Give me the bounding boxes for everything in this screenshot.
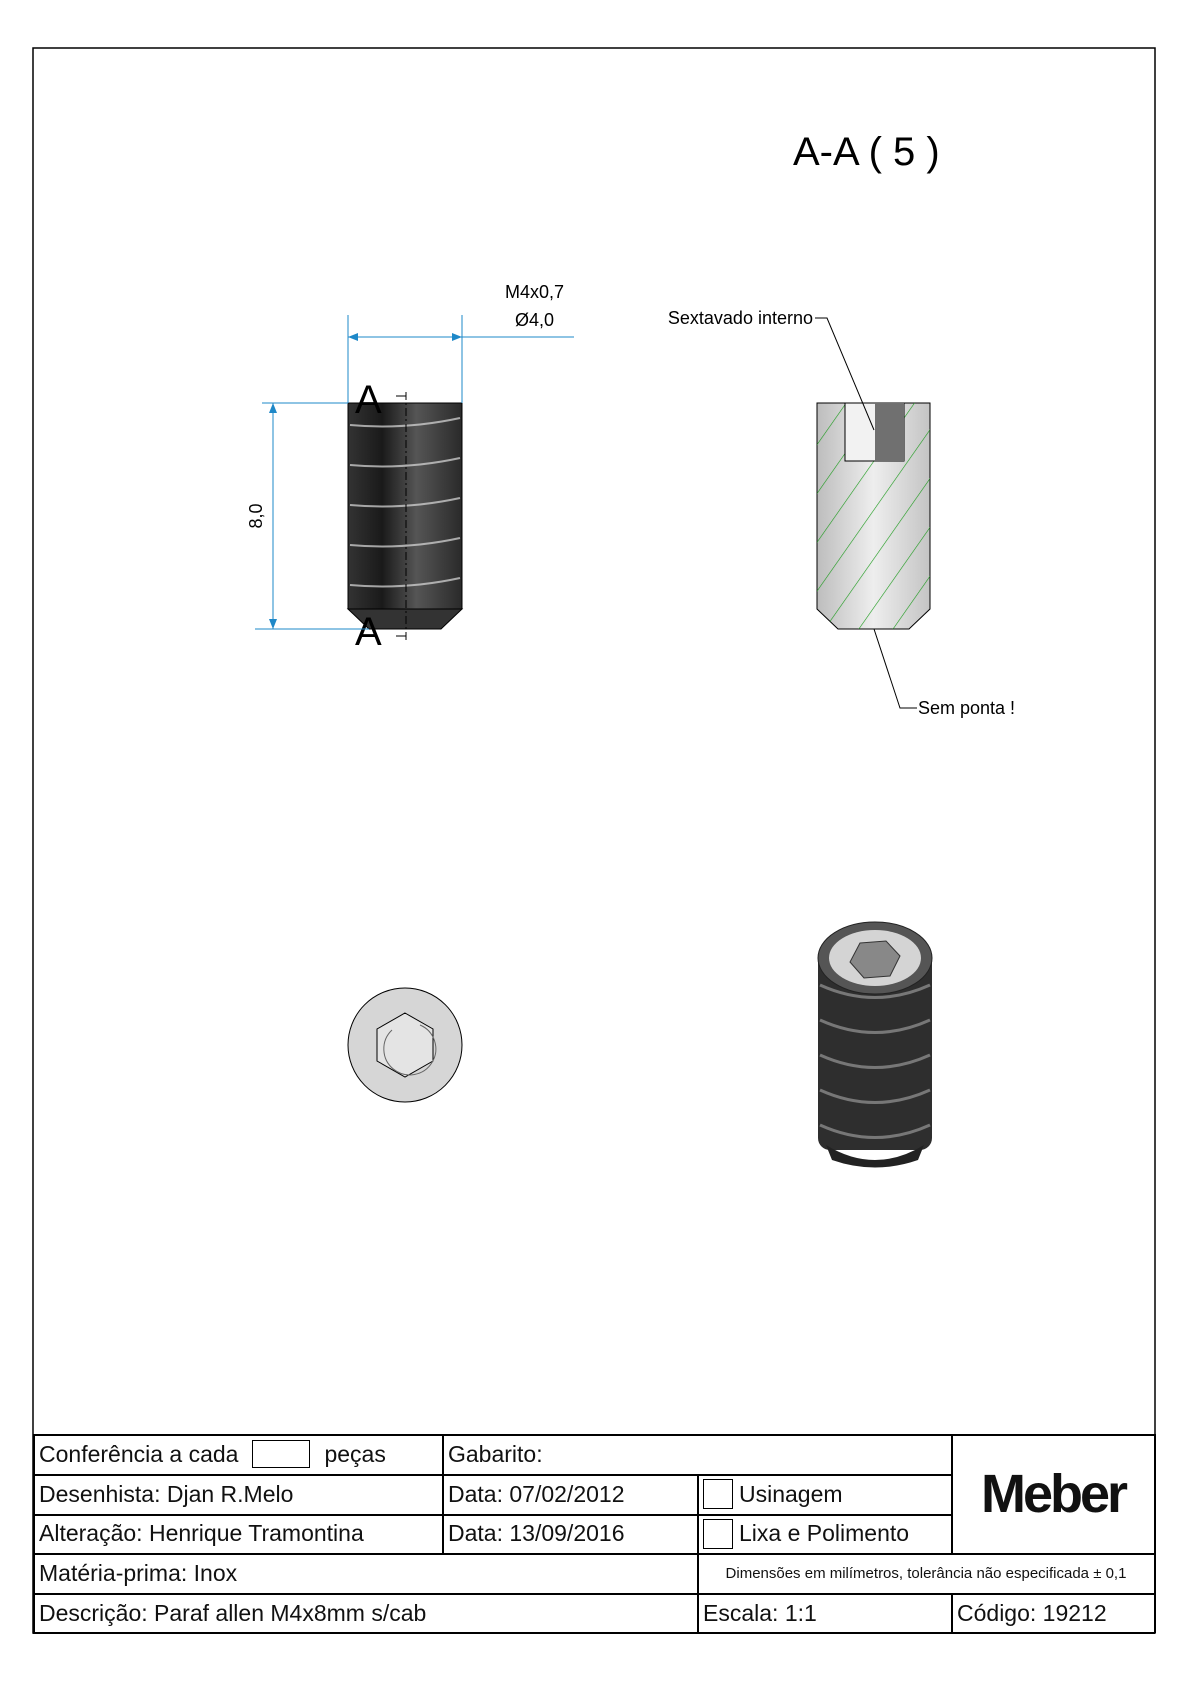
- section-mark-top: A: [355, 378, 382, 422]
- title-block: Conferência a cada peças Gabarito: Desen…: [33, 1434, 1156, 1634]
- section-view: [815, 317, 931, 709]
- codigo-value: 19212: [1042, 1599, 1107, 1626]
- conferencia-label: Conferência a cada: [39, 1440, 239, 1467]
- section-mark-bottom: A: [355, 610, 382, 654]
- front-view: A A: [346, 378, 464, 654]
- tolerance-note: Dimensões em milímetros, tolerância não …: [725, 1564, 1127, 1582]
- descricao-label: Descrição:: [39, 1599, 148, 1626]
- lixa-checkbox[interactable]: [703, 1518, 733, 1549]
- isometric-view: [817, 921, 933, 1168]
- lixa-label: Lixa e Polimento: [739, 1520, 910, 1546]
- data2-label: Data:: [448, 1520, 503, 1546]
- descricao-value: Paraf allen M4x8mm s/cab: [154, 1599, 427, 1626]
- alteracao-label: Alteração:: [39, 1520, 143, 1546]
- section-title: A-A ( 5 ): [793, 130, 940, 174]
- escala-value: Escala: 1:1: [703, 1599, 817, 1626]
- data2-value: 13/09/2016: [509, 1520, 625, 1546]
- sheet-border: [32, 47, 1156, 1634]
- alteracao-value: Henrique Tramontina: [148, 1520, 364, 1546]
- conferencia-field: Conferência a cada peças: [33, 1434, 442, 1474]
- desenhista-value: Djan R.Melo: [166, 1480, 294, 1507]
- pecas-label: peças: [324, 1440, 386, 1467]
- usinagem-checkbox[interactable]: [703, 1479, 733, 1509]
- data1-value: 07/02/2012: [509, 1480, 625, 1507]
- gabarito-label: Gabarito:: [448, 1440, 543, 1467]
- desenhista-label: Desenhista:: [39, 1480, 161, 1507]
- hex-callout: Sextavado interno: [668, 308, 813, 328]
- dimension-lines: [255, 315, 574, 630]
- end-view: [347, 987, 463, 1103]
- company-logo: Meber: [980, 1463, 1128, 1524]
- diameter-dimension: Ø4,0: [515, 310, 554, 330]
- conferencia-input[interactable]: [252, 1440, 311, 1468]
- data1-label: Data:: [448, 1480, 503, 1507]
- materia-value: Inox: [193, 1559, 238, 1586]
- tip-callout: Sem ponta !: [918, 698, 1015, 718]
- codigo-label: Código:: [957, 1599, 1037, 1626]
- thread-dimension: M4x0,7: [505, 282, 564, 302]
- length-dimension: 8,0: [246, 503, 266, 528]
- usinagem-label: Usinagem: [739, 1480, 843, 1507]
- materia-label: Matéria-prima:: [39, 1559, 188, 1586]
